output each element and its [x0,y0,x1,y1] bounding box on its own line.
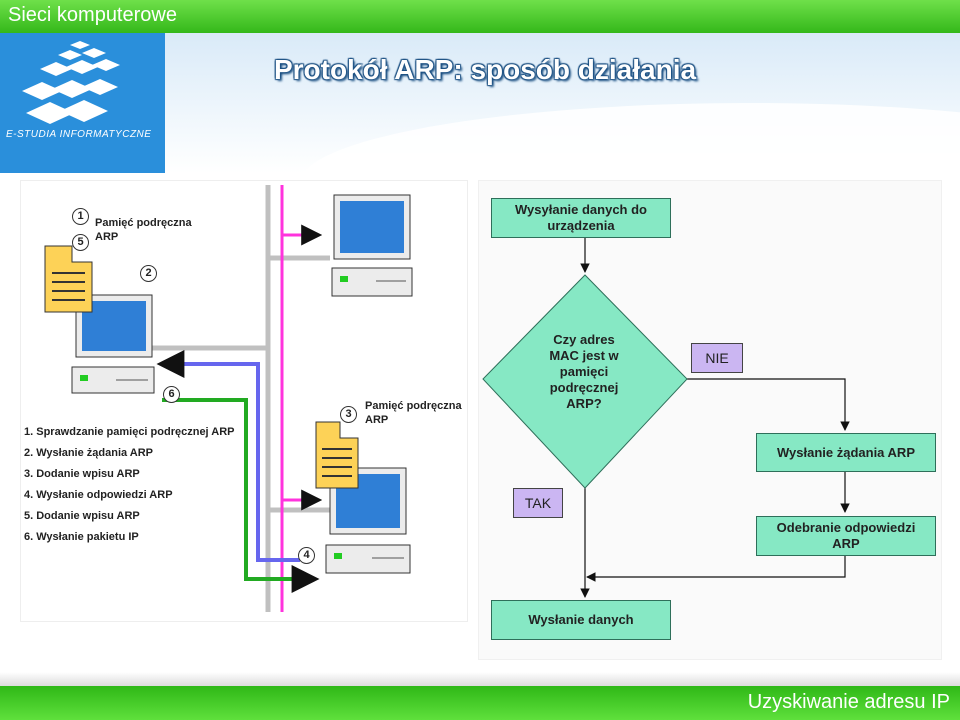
page-title: Protokół ARP: sposób działania [273,54,697,85]
step-4: 4. Wysłanie odpowiedzi ARP [24,489,173,501]
arp-cache-icon-target [315,421,359,489]
logo-icon [22,41,120,124]
decision-diamond [482,274,688,489]
step-6: 6. Wysłanie pakietu IP [24,531,139,543]
backbone-lines [150,185,330,612]
steps-legend: 1. Sprawdzanie pamięci podręcznej ARP 2.… [24,422,235,548]
bottom-bar: Uzyskiwanie adresu IP [0,686,960,720]
send-arp-request-box: Wysłanie żądania ARP [756,433,936,472]
arp-cache-icon-source [44,245,93,313]
yes-label: TAK [513,488,563,518]
step-5: 5. Dodanie wpisu ARP [24,510,140,522]
section-title: Uzyskiwanie adresu IP [747,691,950,713]
computer-icon-target [325,467,411,574]
step-marker-4: 4 [298,547,315,564]
computer-icon-top [331,194,413,297]
top-bar: Sieci komputerowe [0,0,960,33]
footer-fade [0,672,960,686]
step-marker-6: 6 [163,386,180,403]
computer-icon-source [71,294,155,394]
step-2: 2. Wysłanie żądania ARP [24,447,153,459]
arp-request-path [282,224,323,511]
send-data-box: Wysłanie danych [491,600,671,640]
flowchart-panel [478,180,942,660]
step-marker-5: 5 [72,234,89,251]
ip-packet-path [162,398,320,593]
step-3: 3. Dodanie wpisu ARP [24,468,140,480]
logo: E-STUDIA INFORMATYCZNE [0,33,165,173]
step-1: 1. Sprawdzanie pamięci podręcznej ARP [24,426,235,438]
step-marker-3: 3 [340,406,357,423]
course-title: Sieci komputerowe [8,4,177,26]
logo-text: E-STUDIA INFORMATYCZNE [6,129,152,140]
decision-text: Czy adres MAC jest w pamięci podręcznej … [549,332,619,411]
no-label: NIE [691,343,743,373]
step-marker-1: 1 [72,208,89,225]
step-marker-2: 2 [140,265,157,282]
arp-reply-path [156,350,300,562]
